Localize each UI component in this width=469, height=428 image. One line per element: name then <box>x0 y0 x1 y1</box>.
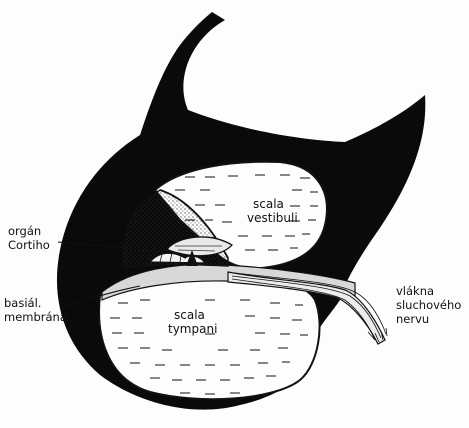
vestibuli-label-line-1: scala <box>247 197 298 211</box>
scala-tympani <box>99 273 320 399</box>
tympani-label-line-2: tympani <box>168 322 217 336</box>
auditory-nerve-label: vlákna sluchového nervu <box>396 284 461 326</box>
scala-tympani-label: scala tympani <box>168 308 217 336</box>
organ-label-line-2: Cortiho <box>8 238 50 252</box>
scala-vestibuli-label: scala vestibuli <box>247 197 298 225</box>
basilar-membrane-label: basiál. membrána <box>4 296 67 324</box>
organ-of-corti-label: orgán Cortiho <box>8 224 50 252</box>
nerve-label-line-3: nervu <box>396 312 461 326</box>
organ-label-line-1: orgán <box>8 224 50 238</box>
vestibuli-label-line-2: vestibuli <box>247 211 298 225</box>
basilar-label-line-1: basiál. <box>4 296 67 310</box>
basilar-label-line-2: membrána <box>4 310 67 324</box>
tympani-label-line-1: scala <box>168 308 217 322</box>
nerve-label-line-2: sluchového <box>396 298 461 312</box>
nerve-label-line-1: vlákna <box>396 284 461 298</box>
